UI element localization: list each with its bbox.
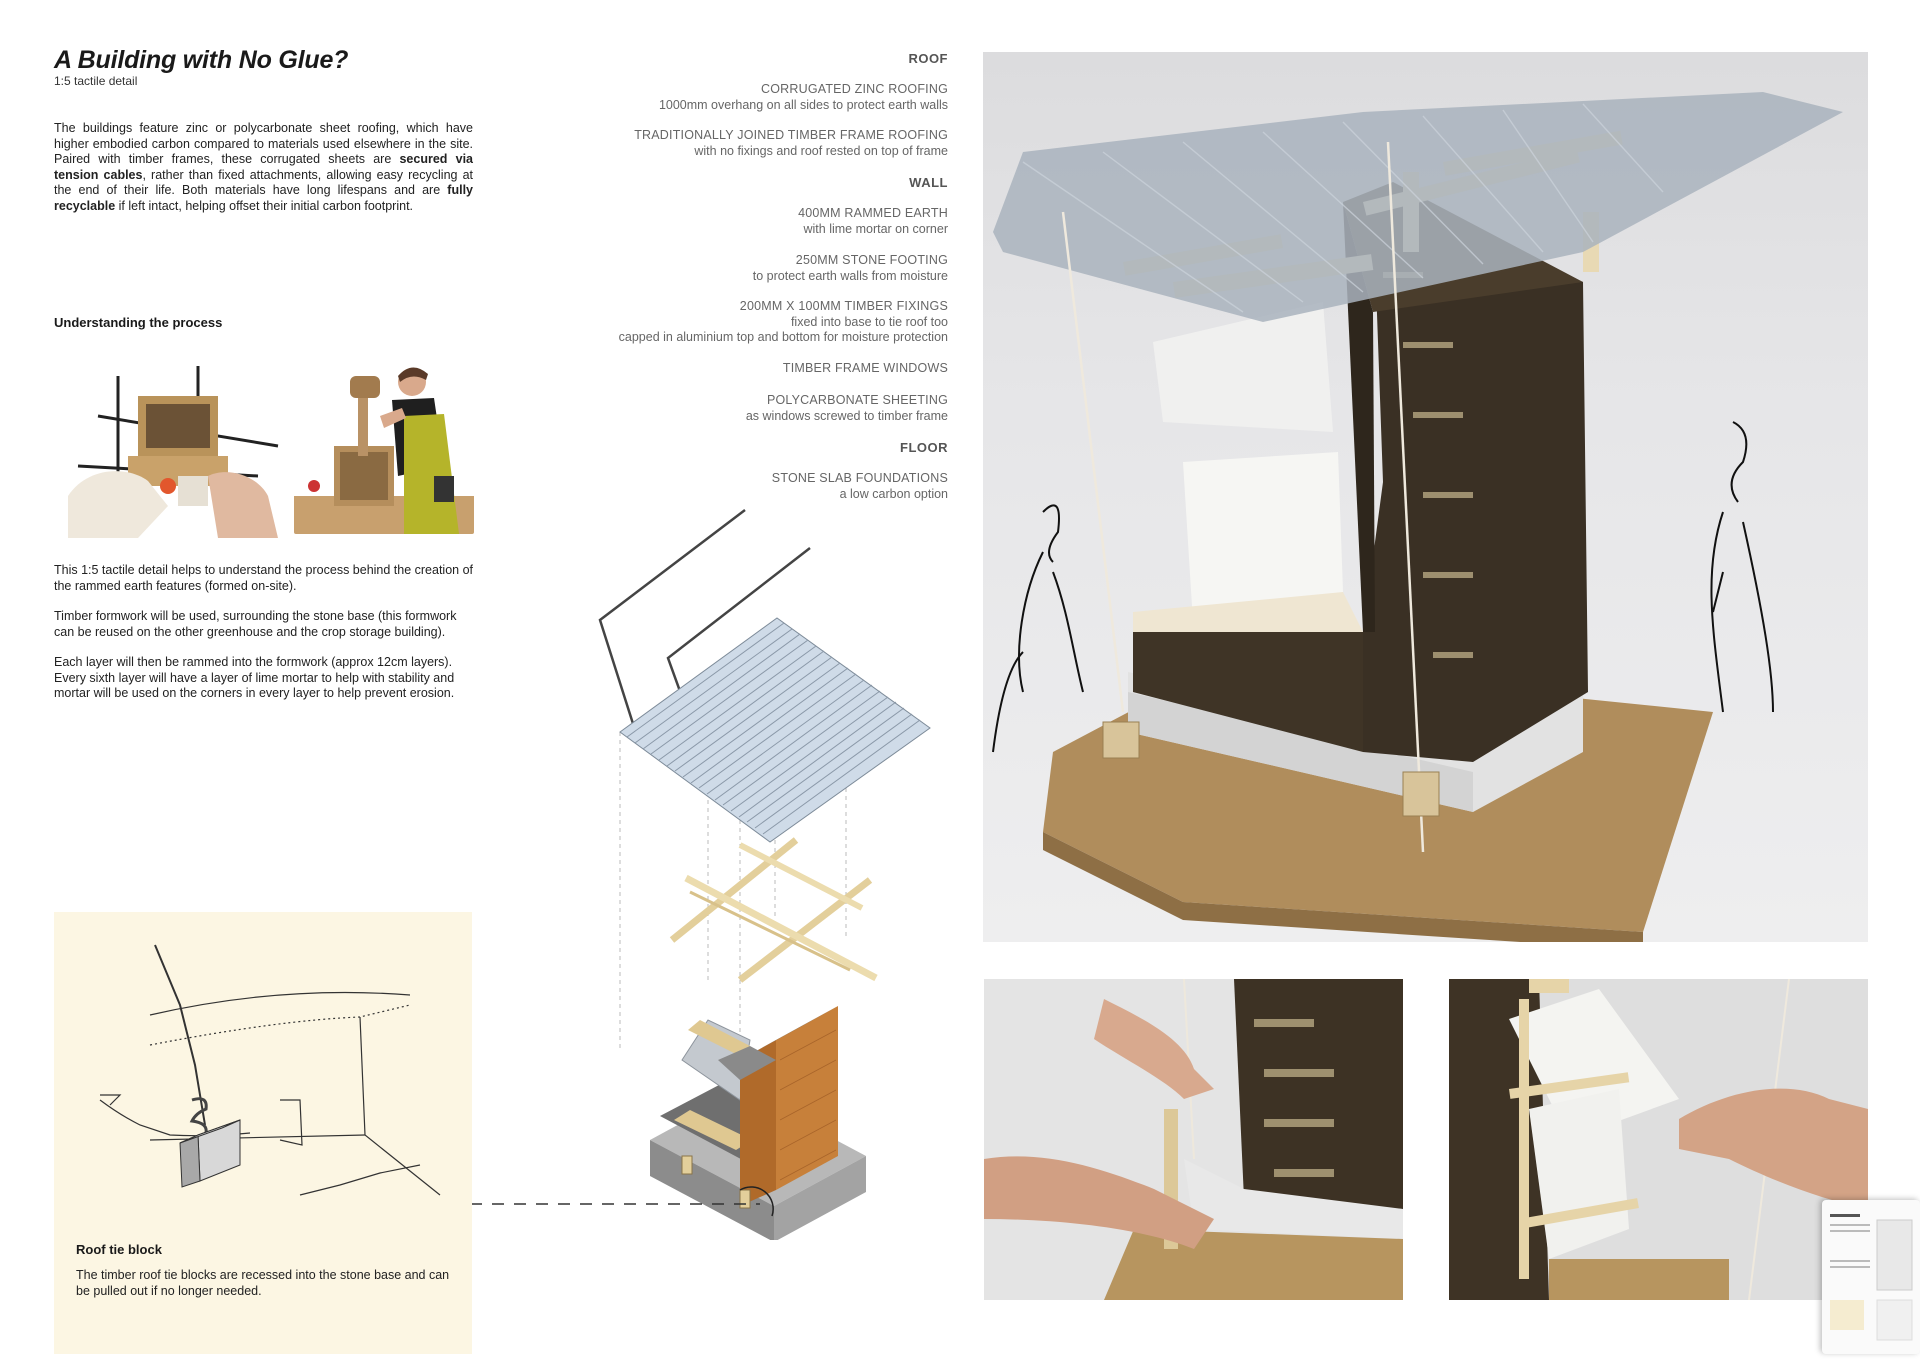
timber-roof-frame [669, 837, 878, 983]
detail-photo-window [1449, 979, 1868, 1300]
spec-corrugated-roofing: CORRUGATED ZINC ROOFING 1000mm overhang … [658, 82, 948, 112]
page-title: A Building with No Glue? [54, 46, 349, 74]
intro-paragraph: The buildings feature zinc or polycarbon… [54, 121, 473, 213]
spec-timber-fixings: 200MM X 100MM TIMBER FIXINGS fixed into … [618, 299, 948, 345]
spec-rammed-earth: 400MM RAMMED EARTH with lime mortar on c… [798, 206, 948, 236]
roof-tie-sketch [99, 944, 441, 1196]
detail-photo-tie [984, 979, 1403, 1300]
spec-stone-slab: STONE SLAB FOUNDATIONS a low carbon opti… [771, 471, 948, 501]
formwork-paragraph: Timber formwork will be used, surroundin… [54, 609, 457, 639]
base-and-walls-module [650, 1006, 866, 1240]
exploded-axonometric-diagram [598, 509, 931, 1240]
process-photo-clamp [58, 356, 290, 538]
spec-timber-windows: TIMBER FRAME WINDOWS [782, 361, 948, 375]
layers-paragraph: Each layer will then be rammed into the … [54, 655, 455, 701]
spec-timber-frame-roofing: TRADITIONALLY JOINED TIMBER FRAME ROOFIN… [634, 128, 948, 158]
floor-heading: FLOOR [900, 440, 948, 455]
page-subtitle: 1:5 tactile detail [54, 74, 138, 88]
wall-heading: WALL [909, 175, 948, 190]
tactile-paragraph: This 1:5 tactile detail helps to underst… [54, 563, 474, 593]
spec-stone-footing: 250MM STONE FOOTING to protect earth wal… [752, 253, 948, 283]
process-photo-ramming [294, 356, 474, 534]
roof-tie-panel [54, 912, 472, 1354]
spec-polycarbonate: POLYCARBONATE SHEETING as windows screwe… [745, 393, 948, 423]
page-thumbnail[interactable] [1822, 1200, 1920, 1354]
callout-leader-line [470, 1203, 760, 1205]
roof-heading: ROOF [908, 51, 948, 66]
corrugated-roof-sheet [619, 617, 931, 843]
model-main-photo [983, 52, 1868, 942]
process-heading: Understanding the process [54, 315, 223, 330]
roof-tie-title: Roof tie block [76, 1242, 162, 1257]
roof-tie-text: The timber roof tie blocks are recessed … [76, 1268, 450, 1298]
